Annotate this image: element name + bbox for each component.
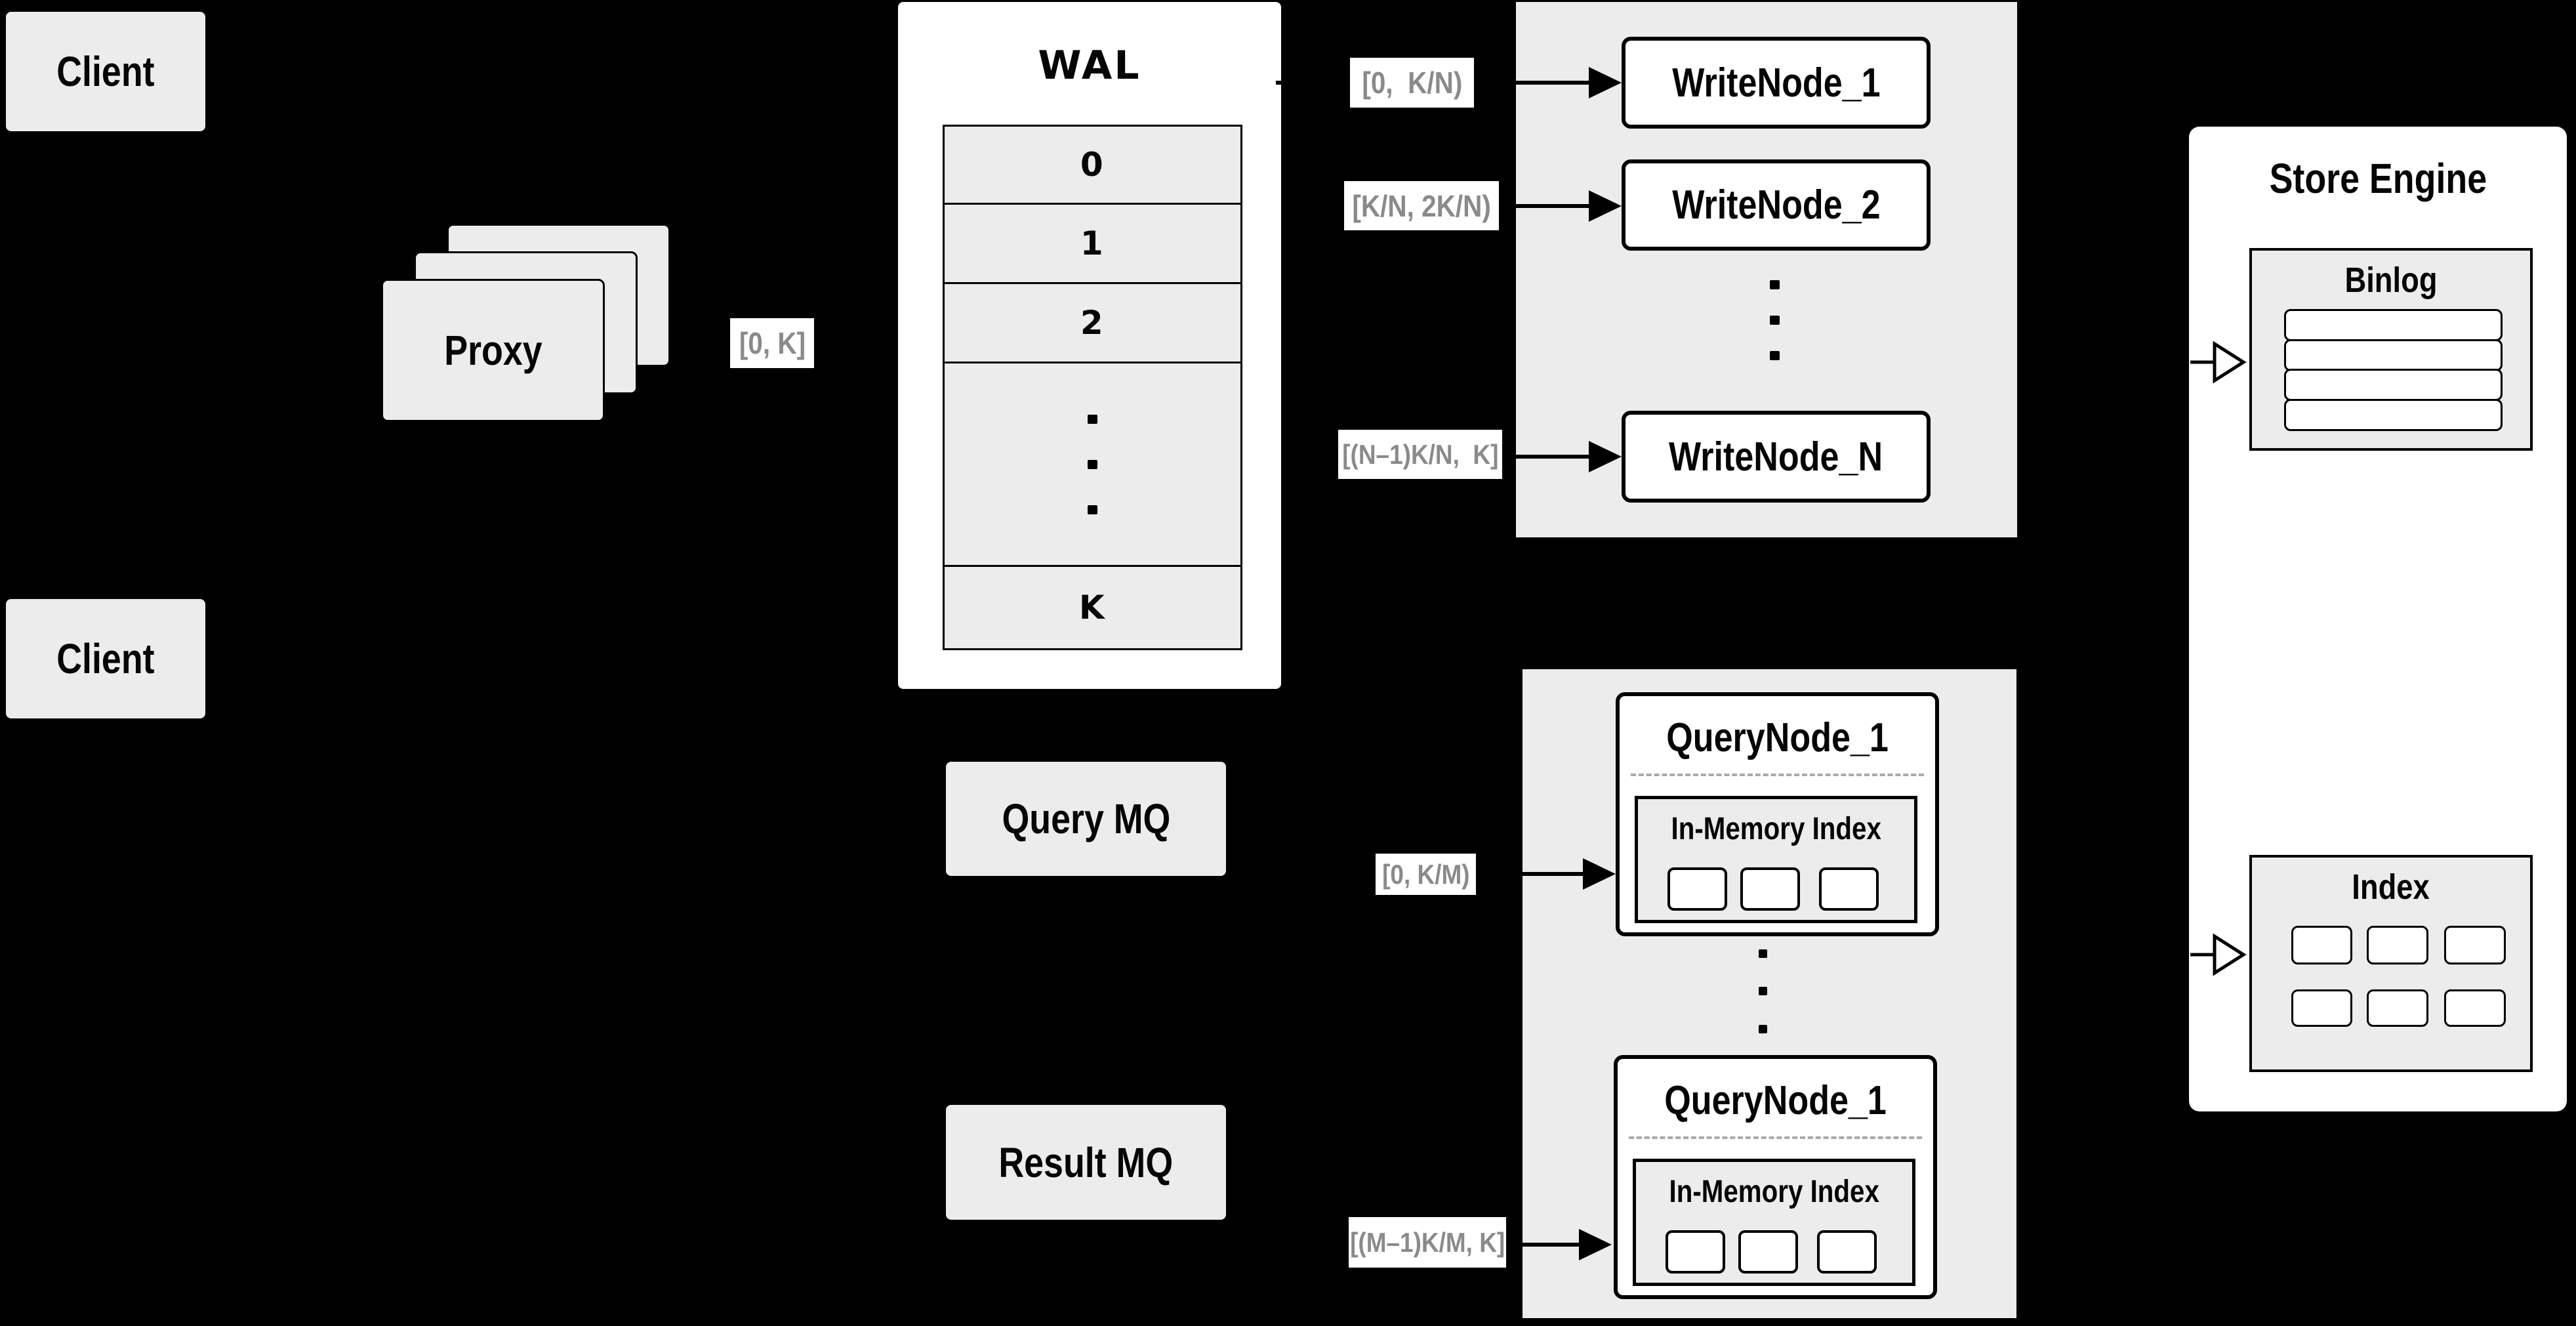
ellipsis-dot [1759, 1025, 1767, 1033]
dashed-divider [1631, 774, 1924, 776]
wal-row-ellipsis [945, 363, 1240, 567]
store-engine-box: Store Engine Binlog Index [2189, 127, 2567, 1111]
proxy-box: Proxy [381, 279, 605, 422]
wal-title: WAL [1038, 43, 1141, 89]
wal-row-2: 2 [945, 284, 1240, 363]
ellipsis-dot [1770, 351, 1780, 360]
client-top-label: Client [56, 48, 155, 95]
ellipsis-dot [1759, 949, 1767, 958]
store-engine-title: Store Engine [2269, 155, 2487, 202]
proxy-label: Proxy [443, 327, 542, 374]
ellipsis-dot [1759, 987, 1767, 995]
range-label-writenoden: [(N–1)K/N, K] [1338, 430, 1502, 479]
wal-segment-table: 0 1 2 K [943, 125, 1242, 650]
query-mq-label: Query MQ [1002, 795, 1170, 842]
write-node-2-box: WriteNode_2 [1622, 159, 1931, 251]
write-node-1-label: WriteNode_1 [1671, 60, 1881, 106]
range-label-proxy-out: [0, K] [730, 318, 814, 368]
ellipsis-dot [1088, 505, 1097, 514]
segment-square [1819, 867, 1879, 911]
result-mq-box: Result MQ [946, 1105, 1226, 1220]
range-label-writenode2: [K/N, 2K/N) [1344, 181, 1499, 230]
result-mq-label: Result MQ [998, 1138, 1174, 1186]
binlog-row [2284, 399, 2503, 431]
binlog-row [2284, 339, 2503, 371]
index-square [2291, 926, 2352, 964]
write-node-2-label: WriteNode_2 [1671, 182, 1881, 228]
segment-square [1667, 867, 1727, 911]
client-bottom-label: Client [56, 635, 155, 682]
range-label-writenode1: [0, K/N) [1350, 58, 1474, 108]
index-square [2444, 989, 2506, 1027]
ellipsis-dot [1770, 280, 1780, 289]
segment-square [1817, 1230, 1877, 1274]
index-square [2291, 989, 2352, 1027]
index-box: Index [2249, 855, 2533, 1072]
query-node-1-box: QueryNode_1 In-Memory Index [1616, 692, 1939, 936]
segment-square [1738, 1230, 1798, 1274]
wal-row-1: 1 [945, 205, 1240, 284]
in-memory-index-title-2: In-Memory Index [1669, 1174, 1879, 1209]
segment-square [1740, 867, 1800, 911]
write-node-n-box: WriteNode_N [1622, 411, 1931, 503]
query-node-1-title: QueryNode_1 [1666, 715, 1889, 760]
binlog-row [2284, 309, 2503, 341]
binlog-box: Binlog [2249, 248, 2533, 451]
ellipsis-dot [1770, 316, 1780, 325]
range-label-querynode2: [(M–1)K/M, K] [1349, 1217, 1506, 1268]
segment-square [1666, 1230, 1725, 1274]
in-memory-index-box-2: In-Memory Index [1633, 1159, 1915, 1286]
dashed-divider [1629, 1136, 1922, 1139]
index-square [2367, 989, 2428, 1027]
range-label-querynode1: [0, K/M) [1376, 854, 1476, 895]
client-box-top: Client [6, 12, 205, 131]
in-memory-index-title-1: In-Memory Index [1671, 812, 1881, 846]
query-mq-box: Query MQ [946, 762, 1226, 876]
index-title: Index [2352, 867, 2430, 907]
write-node-n-label: WriteNode_N [1669, 434, 1883, 480]
index-square [2444, 926, 2506, 964]
client-box-bottom: Client [6, 599, 205, 718]
write-node-1-box: WriteNode_1 [1622, 37, 1931, 129]
wal-row-k: K [1078, 589, 1107, 627]
binlog-title: Binlog [2344, 260, 2438, 300]
query-node-2-title: QueryNode_1 [1664, 1078, 1887, 1123]
query-node-2-box: QueryNode_1 In-Memory Index [1614, 1055, 1937, 1299]
ellipsis-dot [1088, 459, 1097, 469]
in-memory-index-box-1: In-Memory Index [1635, 796, 1917, 923]
ellipsis-dot [1088, 414, 1097, 424]
index-square [2367, 926, 2428, 964]
wal-row-0: 0 [945, 127, 1240, 205]
binlog-row [2284, 369, 2503, 401]
wal-box: WAL 0 1 2 K [898, 2, 1281, 689]
